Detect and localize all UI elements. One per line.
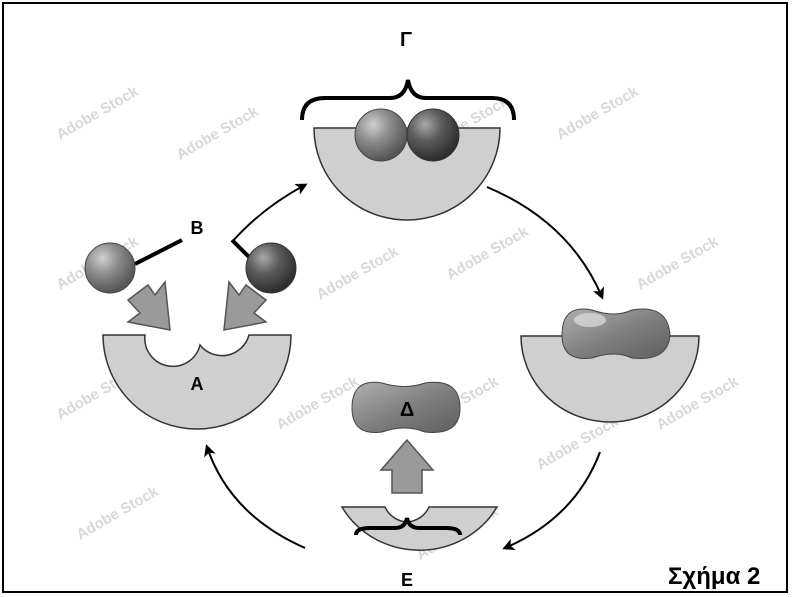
watermark-text: Adobe Stock — [174, 103, 262, 164]
product-delta — [351, 381, 461, 433]
watermark-text: Adobe Stock — [274, 373, 362, 434]
binding-arrows — [126, 280, 268, 331]
arrow-a-to-gamma — [231, 183, 308, 243]
arrow-e-to-a — [204, 444, 306, 549]
watermark-text: Adobe Stock — [314, 243, 402, 304]
arrow-product-to-e — [502, 451, 601, 550]
enzyme-product-complex — [520, 308, 700, 423]
enzyme-gamma — [300, 79, 516, 221]
enzyme-a — [102, 334, 292, 430]
watermark-text: Adobe Stock — [74, 483, 162, 544]
cycle-arrows — [204, 183, 604, 550]
label-e: E — [401, 570, 413, 590]
release-arrow — [379, 438, 435, 494]
watermark-text: Adobe Stock — [554, 83, 642, 144]
label-a: A — [191, 374, 204, 394]
label-b: B — [191, 218, 204, 238]
label-delta: Δ — [400, 399, 414, 421]
arrow-gamma-to-product — [486, 186, 604, 300]
enzyme-e — [340, 506, 499, 551]
watermark-text: Adobe Stock — [444, 223, 532, 284]
label-gamma: Γ — [400, 29, 412, 51]
substrate-b — [84, 238, 297, 294]
figure-caption: Σχήμα 2 — [668, 563, 760, 590]
watermark-text: Adobe Stock — [634, 233, 722, 294]
watermark-text: Adobe Stock — [54, 83, 142, 144]
